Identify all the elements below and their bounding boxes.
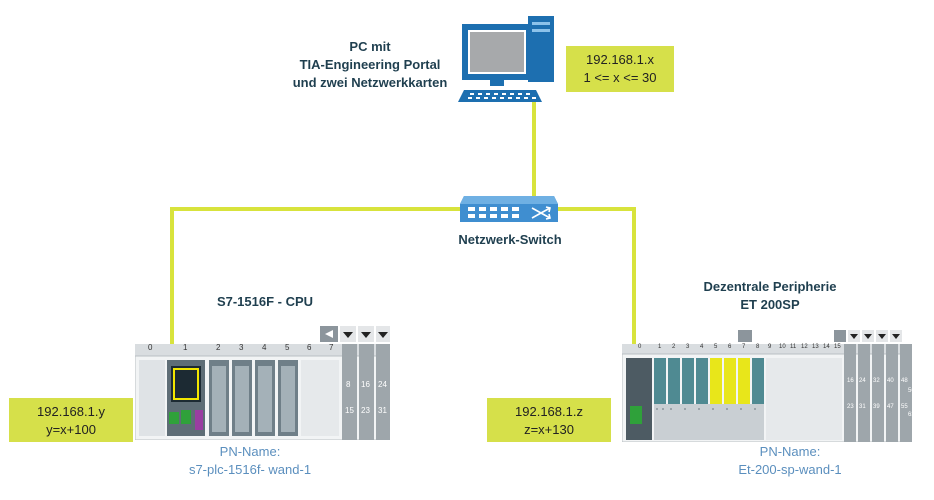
cpu-slot-3: 3 bbox=[239, 343, 244, 352]
pc-label: PC mit TIA-Engineering Portal und zwei N… bbox=[258, 38, 482, 92]
et-num-40: 40 bbox=[887, 378, 894, 384]
et-num-23: 23 bbox=[847, 404, 854, 410]
et-slot-7: 7 bbox=[742, 344, 746, 350]
pc-ip-address: 192.168.1.x bbox=[586, 52, 654, 67]
et-num-48: 48 bbox=[901, 378, 908, 384]
et-num-31: 31 bbox=[859, 404, 866, 410]
et200-title: Dezentrale Peripherie ET 200SP bbox=[670, 278, 870, 314]
et-slot-14: 14 bbox=[823, 344, 830, 350]
cpu-slot-2: 2 bbox=[216, 343, 221, 352]
et-slot-4: 4 bbox=[700, 344, 704, 350]
cpu-slot-5: 5 bbox=[285, 343, 290, 352]
wire-switch-et-vertical bbox=[632, 207, 636, 415]
et-num-32: 32 bbox=[873, 378, 880, 384]
cpu-slot-1: 1 bbox=[183, 343, 188, 352]
cpu-pn-label: PN-Name: s7-plc-1516f- wand-1 bbox=[150, 443, 350, 479]
et200-pn-label: PN-Name: Et-200-sp-wand-1 bbox=[690, 443, 890, 479]
et-slot-13: 13 bbox=[812, 344, 819, 350]
pc-ip-box: 192.168.1.x 1 <= x <= 30 bbox=[566, 46, 674, 92]
cpu-pn-name: s7-plc-1516f- wand-1 bbox=[188, 462, 312, 477]
et-num-24: 24 bbox=[859, 378, 866, 384]
et-slot-0: 0 bbox=[638, 344, 642, 350]
cpu-ip-address: 192.168.1.y bbox=[37, 404, 105, 419]
network-switch-icon bbox=[460, 196, 558, 222]
et200-pn-name: Et-200-sp-wand-1 bbox=[738, 462, 842, 477]
wire-pc-switch bbox=[532, 90, 536, 196]
s7-1516f-cpu-rack bbox=[135, 326, 390, 440]
et200-pn-title: PN-Name: bbox=[759, 444, 821, 459]
et-num-56: 56 bbox=[908, 388, 915, 394]
wire-switch-et-horizontal bbox=[556, 207, 636, 211]
pc-label-line-2: TIA-Engineering Portal bbox=[299, 57, 441, 72]
et-slot-6: 6 bbox=[728, 344, 732, 350]
wire-switch-cpu-horizontal bbox=[170, 207, 462, 211]
et200-title-line-1: Dezentrale Peripherie bbox=[703, 279, 837, 294]
et-slot-15: 15 bbox=[834, 344, 841, 350]
et-slot-9: 9 bbox=[768, 344, 772, 350]
et200-ip-formula: z=x+130 bbox=[524, 422, 574, 437]
et200-title-line-2: ET 200SP bbox=[740, 297, 800, 312]
et-slot-3: 3 bbox=[686, 344, 690, 350]
cpu-num-24: 24 bbox=[378, 380, 387, 389]
cpu-num-8: 8 bbox=[346, 380, 351, 389]
pc-ip-range: 1 <= x <= 30 bbox=[583, 70, 657, 85]
switch-label: Netzwerk-Switch bbox=[458, 232, 562, 247]
et-slot-8: 8 bbox=[756, 344, 760, 350]
cpu-num-31: 31 bbox=[378, 406, 387, 415]
et-slot-5: 5 bbox=[714, 344, 718, 350]
et-slot-11: 11 bbox=[790, 344, 797, 350]
pc-computer-icon bbox=[458, 16, 554, 102]
pc-label-line-3: und zwei Netzwerkkarten bbox=[292, 75, 448, 90]
cpu-slot-0: 0 bbox=[148, 343, 153, 352]
cpu-num-15: 15 bbox=[345, 406, 354, 415]
cpu-slot-6: 6 bbox=[307, 343, 312, 352]
et-num-63: 63 bbox=[908, 412, 915, 418]
cpu-ip-formula: y=x+100 bbox=[46, 422, 96, 437]
et200sp-rack bbox=[622, 330, 912, 442]
wire-switch-cpu-vertical bbox=[170, 207, 174, 417]
et-slot-10: 10 bbox=[779, 344, 786, 350]
cpu-pn-title: PN-Name: bbox=[219, 444, 281, 459]
et-num-39: 39 bbox=[873, 404, 880, 410]
et200-ip-box: 192.168.1.z z=x+130 bbox=[487, 398, 611, 442]
cpu-slot-7: 7 bbox=[329, 343, 334, 352]
et-num-16: 16 bbox=[847, 378, 854, 384]
et-slot-1: 1 bbox=[658, 344, 662, 350]
et200-ip-address: 192.168.1.z bbox=[515, 404, 583, 419]
cpu-title: S7-1516F - CPU bbox=[216, 294, 314, 309]
cpu-slot-4: 4 bbox=[262, 343, 267, 352]
pc-label-line-1: PC mit bbox=[349, 39, 391, 54]
et-num-55: 55 bbox=[901, 404, 908, 410]
et-slot-12: 12 bbox=[801, 344, 808, 350]
cpu-num-23: 23 bbox=[361, 406, 370, 415]
et-num-47: 47 bbox=[887, 404, 894, 410]
cpu-ip-box: 192.168.1.y y=x+100 bbox=[9, 398, 133, 442]
et-slot-2: 2 bbox=[672, 344, 676, 350]
cpu-num-16: 16 bbox=[361, 380, 370, 389]
